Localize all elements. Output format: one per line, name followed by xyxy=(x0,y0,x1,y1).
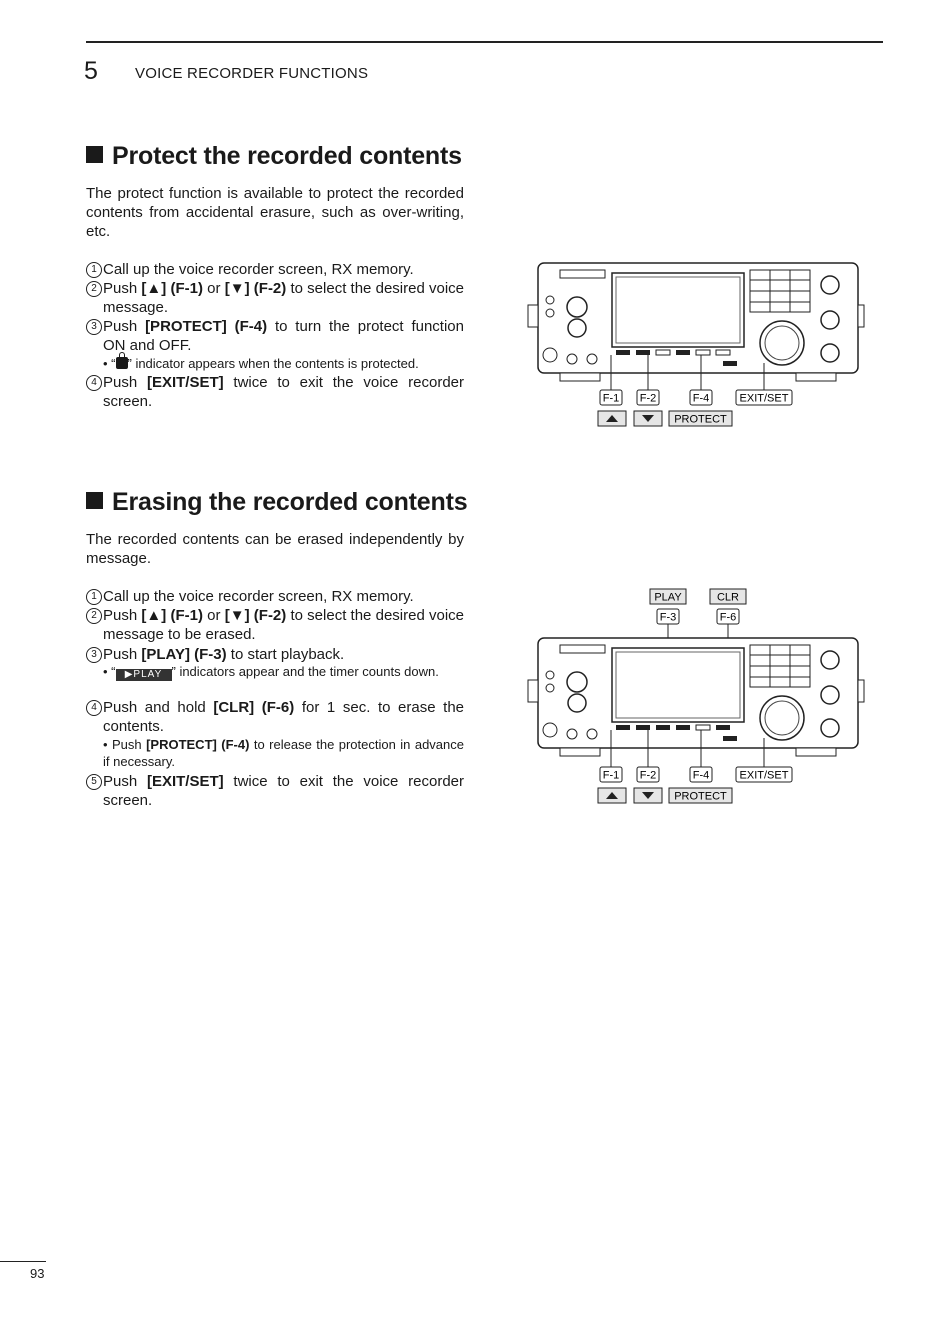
section2-note-protect: • Push [PROTECT] (F-4) to release the pr… xyxy=(103,737,464,769)
section1-step-3: 3 Push [PROTECT] (F-4) to turn the prote… xyxy=(86,317,464,355)
down-triangle-icon xyxy=(642,415,654,422)
callout-protect: PROTECT xyxy=(674,414,727,426)
section1-note: • “” indicator appears when the contents… xyxy=(103,352,419,371)
callout-f4: F-4 xyxy=(693,393,710,405)
section2-step-3: 3 Push [PLAY] (F-3) to start playback. xyxy=(86,645,464,664)
up-triangle-icon xyxy=(606,415,618,422)
callout-exit-set: EXIT/SET xyxy=(740,393,789,405)
section2-step-2: 2 Push [▲] (F-1) or [▼] (F-2) to select … xyxy=(86,606,464,644)
lock-icon xyxy=(115,352,128,369)
section2-heading: Erasing the recorded contents xyxy=(86,488,468,517)
callout-f4: F-4 xyxy=(693,770,710,782)
callout-f6: F-6 xyxy=(720,612,737,624)
section2-step-4: 4 Push and hold [CLR] (F-6) for 1 sec. t… xyxy=(86,698,464,736)
chapter-title: VOICE RECORDER FUNCTIONS xyxy=(135,65,369,82)
chapter-number: 5 xyxy=(84,57,98,85)
section1-step-2: 2 Push [▲] (F-1) or [▼] (F-2) to select … xyxy=(86,279,464,317)
up-triangle-icon xyxy=(606,792,618,799)
section2-step-1: 1 Call up the voice recorder screen, RX … xyxy=(86,587,464,606)
section2-radio-figure: PLAY CLR F-3 F-6 xyxy=(527,588,865,804)
radio-front-panel xyxy=(527,262,865,382)
section1-heading: Protect the recorded contents xyxy=(86,142,462,171)
section1-step-1: 1 Call up the voice recorder screen, RX … xyxy=(86,260,464,279)
callout-f3: F-3 xyxy=(660,612,677,624)
section1-intro: The protect function is available to pro… xyxy=(86,185,464,240)
section1-step-4: 4 Push [EXIT/SET] twice to exit the voic… xyxy=(86,373,464,411)
header-rule xyxy=(86,41,883,43)
callout-f1: F-1 xyxy=(603,393,620,405)
section2-intro: The recorded contents can be erased inde… xyxy=(86,531,464,567)
section2-step-5: 5 Push [EXIT/SET] twice to exit the voic… xyxy=(86,772,464,810)
section1-radio-figure: F-1 F-2 F-4 EXIT/SET PROTECT xyxy=(527,262,865,427)
callout-f2: F-2 xyxy=(640,770,657,782)
callout-play: PLAY xyxy=(654,592,682,604)
down-triangle-icon xyxy=(642,792,654,799)
callout-f1: F-1 xyxy=(603,770,620,782)
section2-note-play: • “▶PLAY” indicators appear and the time… xyxy=(103,664,439,681)
footer-rule xyxy=(0,1261,46,1262)
play-indicator: ▶PLAY xyxy=(115,669,172,681)
page-number: 93 xyxy=(30,1266,45,1281)
radio-front-panel xyxy=(527,637,865,757)
callout-f2: F-2 xyxy=(640,393,657,405)
callout-clr: CLR xyxy=(717,592,739,604)
callout-protect: PROTECT xyxy=(674,791,727,803)
callout-exit-set: EXIT/SET xyxy=(740,770,789,782)
